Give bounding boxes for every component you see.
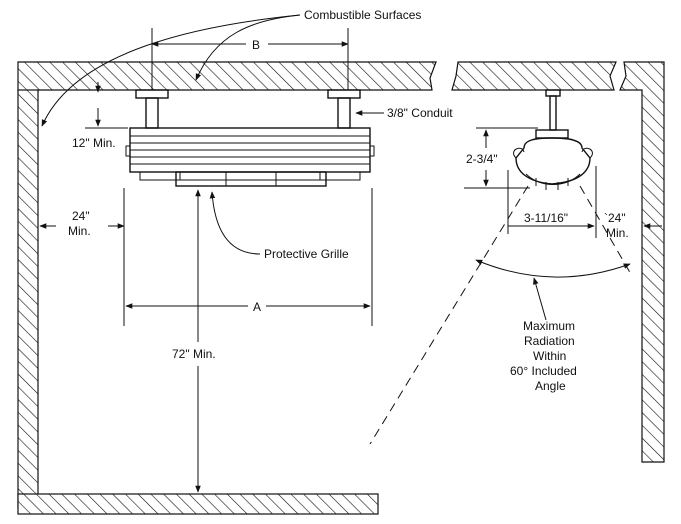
two-three-quarter-dimension [464,127,538,189]
left-heater-hangers [135,89,361,129]
left-24-min-dimension [39,188,125,326]
conduit-label: 3/8" Conduit [387,106,453,120]
dimension-b [151,28,349,90]
twelve-inch-min-dimension [85,82,128,129]
protective-grille-label: Protective Grille [264,247,349,261]
three-eleven-sixteenth-dimension [507,166,597,238]
dimension-b-label: B [252,38,260,52]
left-24-min-label-2: Min. [68,224,91,238]
dimension-a-label: A [253,300,261,314]
protective-grille-shape [175,171,327,187]
three-eleven-sixteenth-label: 3-11/16" [524,211,568,225]
max-radiation-line-1: Maximum [523,319,575,333]
radiation-angle-lines [369,185,633,445]
right-24-min-label-1: `24" [604,211,626,225]
max-radiation-line-4: 60° Included [510,364,577,378]
left-24-min-label-1: 24" [72,209,90,223]
max-radiation-line-5: Angle [535,379,566,393]
combustible-surfaces-leaders [41,14,301,127]
max-radiation-line-3: Within [533,349,566,363]
max-radiation-line-2: Radiation [524,334,575,348]
seventytwo-min-label: 72" Min. [172,347,216,361]
twelve-inch-min-label: 12" Min. [72,136,116,150]
combustible-surfaces-label: Combustible Surfaces [304,8,421,22]
dimension-a [125,188,373,326]
right-heater-side-view [513,89,593,190]
right-24-min-label-2: Min. [606,226,629,240]
two-three-quarter-label: 2-3/4" [466,152,498,166]
right-room-walls [451,61,665,463]
left-heater-body [125,127,375,187]
left-room-walls [17,61,437,515]
protective-grille-leader [209,191,261,255]
